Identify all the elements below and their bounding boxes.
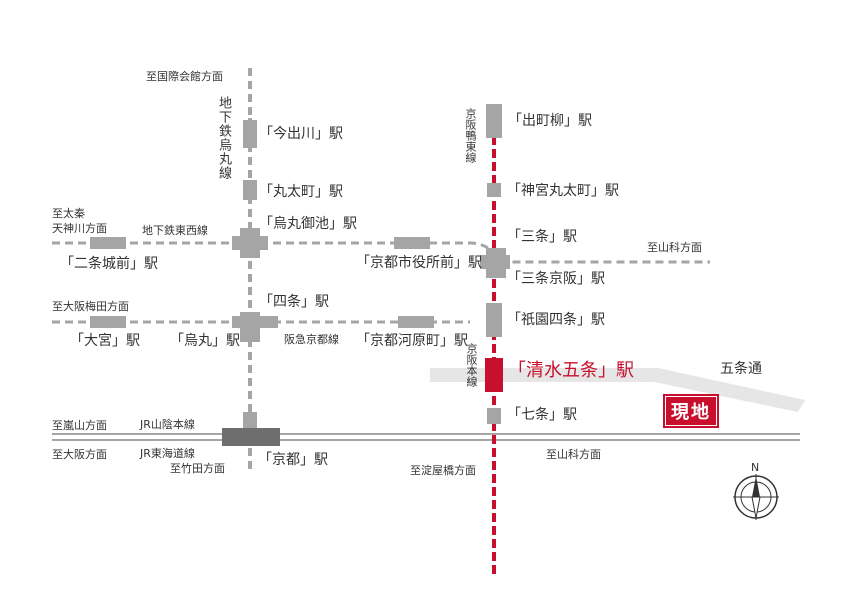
compass-rose-icon <box>733 474 779 520</box>
direction-east-jr: 至山科方面 <box>546 448 601 461</box>
station-nijojomae: 「二条城前」駅 <box>60 256 158 272</box>
marutamachi-station-marker <box>243 180 257 200</box>
station-kiyomizu-gojo: 「清水五条」駅 <box>508 360 634 381</box>
demachiyanagi-station-marker <box>486 104 502 138</box>
gion-shijo-station-marker <box>486 303 502 337</box>
station-karasuma-oike: 「烏丸御池」駅 <box>259 216 357 232</box>
station-imadegawa: 「今出川」駅 <box>259 126 343 142</box>
direction-east-tozai: 至山科方面 <box>647 241 702 254</box>
site-marker: 現地 <box>663 394 719 428</box>
station-karasuma: 「烏丸」駅 <box>170 333 240 349</box>
shijo-station-marker-h <box>232 316 278 328</box>
kawaramachi-station-marker <box>398 316 434 328</box>
direction-west-sanin: 至嵐山方面 <box>52 419 107 432</box>
jingu-marutamachi-station-marker <box>487 183 501 197</box>
karasuma-oike-station-marker-h <box>232 236 268 250</box>
station-kawaramachi: 「京都河原町」駅 <box>356 333 468 349</box>
kyoto-subway-marker <box>243 412 257 432</box>
station-demachiyanagi: 「出町柳」駅 <box>508 113 592 129</box>
line-label-tozai: 地下鉄東西線 <box>142 224 208 237</box>
line-label-jr-sanin: JR山陰本線 <box>140 418 195 431</box>
station-sanjo: 「三条」駅 <box>507 229 577 245</box>
shichijo-station-marker <box>487 408 501 424</box>
station-shichijo: 「七条」駅 <box>507 407 577 423</box>
direction-west-tozai-1: 至太秦 <box>52 207 85 220</box>
nijojomae-station-marker <box>90 237 126 249</box>
line-label-keihan-oto: 京阪鴨東線 <box>464 108 477 163</box>
line-label-karasuma: 地下鉄烏丸線 <box>216 96 231 180</box>
direction-west-tokaido: 至大阪方面 <box>52 448 107 461</box>
direction-west-hankyu: 至大阪梅田方面 <box>52 300 129 313</box>
direction-west-tozai-2: 天神川方面 <box>52 222 107 235</box>
shiyakushomae-station-marker <box>394 237 430 249</box>
station-sanjo-keihan: 「三条京阪」駅 <box>507 271 605 287</box>
road-label-gojo: 五条通 <box>720 361 762 377</box>
station-shiyakushomae: 「京都市役所前」駅 <box>356 255 482 271</box>
station-gion-shijo: 「祇園四条」駅 <box>507 312 605 328</box>
direction-south-subway: 至竹田方面 <box>170 462 225 475</box>
station-marutamachi: 「丸太町」駅 <box>259 184 343 200</box>
direction-south-keihan: 至淀屋橋方面 <box>410 464 476 477</box>
line-label-jr-tokaido: JR東海道線 <box>140 447 195 460</box>
omiya-station-marker <box>90 316 126 328</box>
station-kyoto: 「京都」駅 <box>258 452 328 468</box>
kiyomizu-gojo-station-marker <box>485 358 503 392</box>
station-omiya: 「大宮」駅 <box>70 333 140 349</box>
imadegawa-station-marker <box>243 120 257 148</box>
station-jingu-marutamachi: 「神宮丸太町」駅 <box>507 183 619 199</box>
line-label-keihan-main: 京阪本線 <box>465 343 478 387</box>
sanjo-station-marker-h <box>480 255 510 269</box>
gojo-road <box>430 368 805 412</box>
kyoto-jr-station-marker <box>222 428 280 446</box>
station-shijo: 「四条」駅 <box>259 294 329 310</box>
line-label-hankyu: 阪急京都線 <box>284 333 339 346</box>
direction-north-subway: 至国際会館方面 <box>146 70 223 83</box>
compass-north-label: N <box>751 461 760 474</box>
